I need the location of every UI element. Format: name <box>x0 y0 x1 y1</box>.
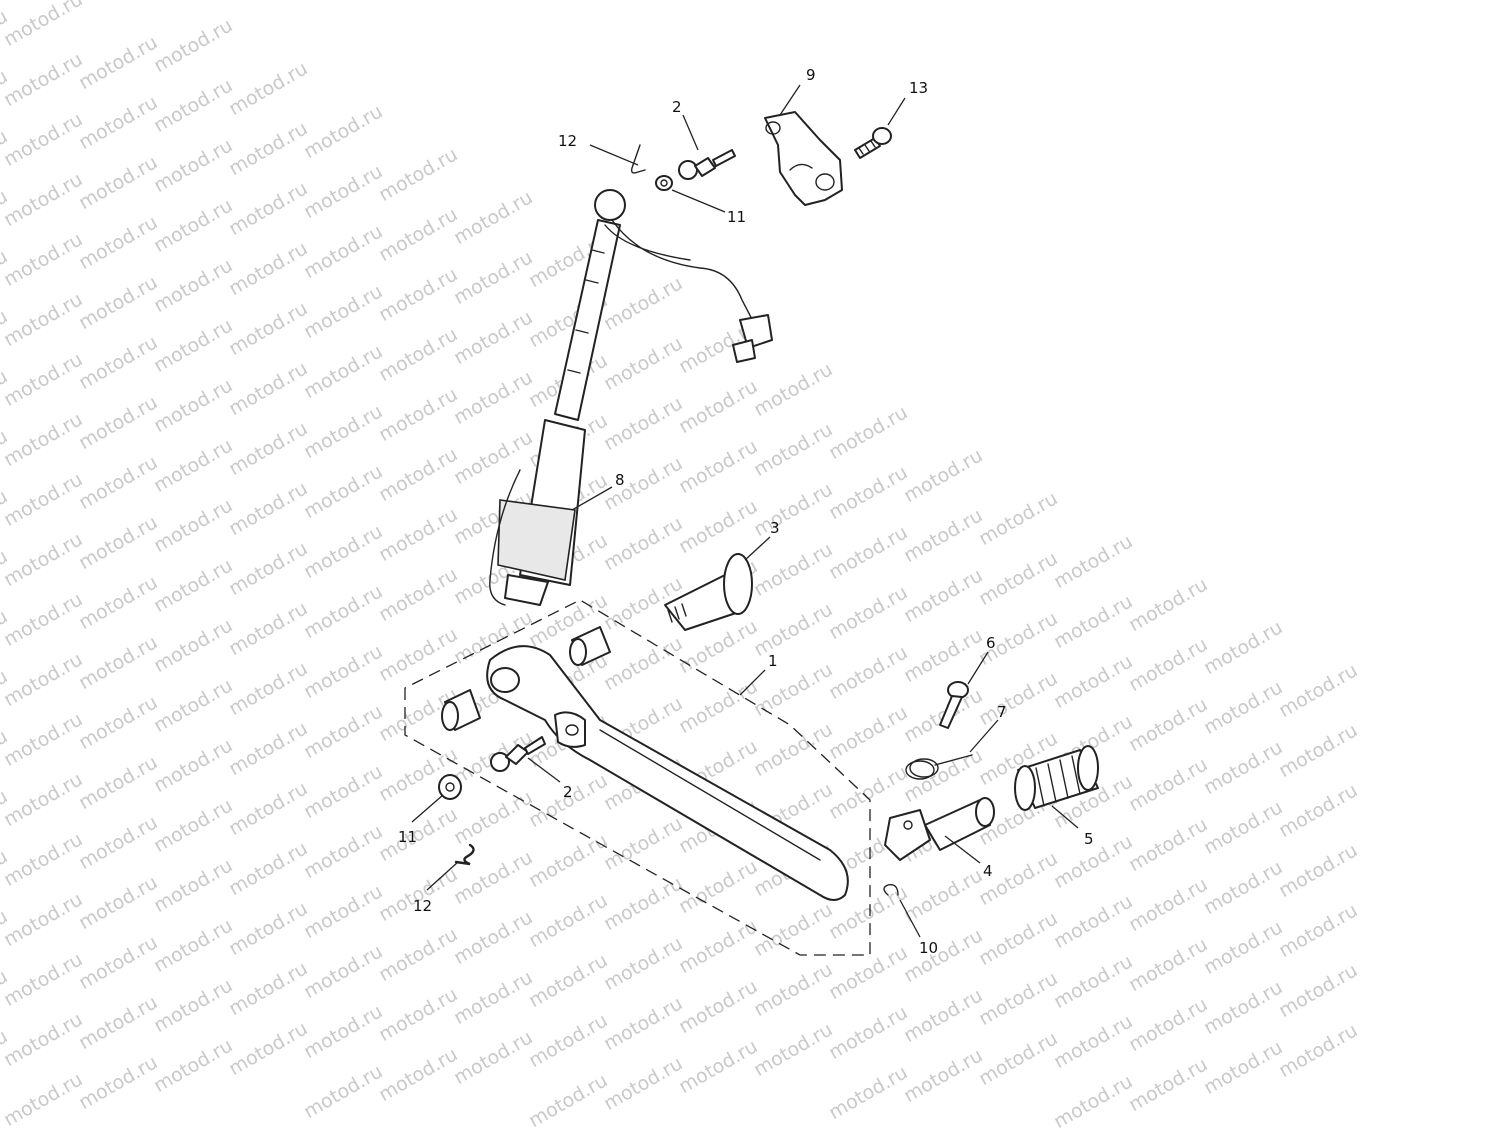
callout-4: 4 <box>983 862 993 880</box>
part-12-clip-top <box>630 144 646 174</box>
assembly-boundary <box>404 599 871 956</box>
lever-bushing-lower <box>441 689 481 731</box>
lever-bushing-upper <box>569 626 611 666</box>
callout-13: 13 <box>909 79 928 97</box>
part-2-ball-stud-top <box>678 149 736 180</box>
callout-6: 6 <box>986 634 996 652</box>
part-2-ball-stud-lower <box>490 736 546 772</box>
callout-11-top: 11 <box>727 208 746 226</box>
callout-2-lower: 2 <box>563 783 573 801</box>
callout-12-lower: 12 <box>413 897 432 915</box>
part-8-circlip <box>883 884 899 896</box>
callout-7: 7 <box>997 703 1007 721</box>
part-11-washer-top <box>655 175 673 191</box>
callout-8: 10 <box>919 939 938 957</box>
part-9-shift-rod <box>489 189 773 606</box>
callout-5: 5 <box>1084 830 1094 848</box>
callout-10: 9 <box>806 66 816 84</box>
part-3-pivot-bolt <box>664 553 753 631</box>
part-10-clamp <box>764 111 843 206</box>
callout-9: 8 <box>615 471 625 489</box>
callout-12-top: 12 <box>558 132 577 150</box>
part-6-pin <box>939 681 969 729</box>
part-7-spring <box>905 754 973 780</box>
callout-11-lower: 11 <box>398 828 417 846</box>
leader-lines <box>411 84 1079 938</box>
callout-labels: 9 13 2 12 11 8 3 1 2 11 12 6 7 5 4 10 <box>398 66 1094 957</box>
part-13-bolt <box>854 127 892 159</box>
part-4-footpeg <box>884 797 995 861</box>
part-5-peg-rubber <box>1014 745 1099 811</box>
callout-1: 1 <box>768 652 778 670</box>
part-1-gear-lever <box>486 645 849 901</box>
callout-3: 3 <box>770 519 780 537</box>
part-12-clip-lower <box>454 843 475 866</box>
part-11-washer-lower <box>438 774 462 800</box>
callout-2-top: 2 <box>672 98 682 116</box>
